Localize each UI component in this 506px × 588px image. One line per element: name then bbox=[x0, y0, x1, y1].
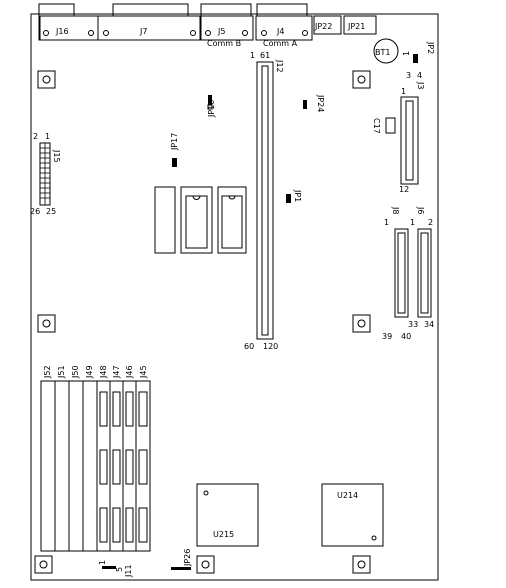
j3-connector: 1 J3 12 bbox=[399, 81, 425, 194]
j11-pin5: 5 bbox=[115, 567, 124, 572]
j52-slot bbox=[40, 380, 56, 552]
j5-connector: J5 bbox=[200, 3, 254, 41]
j7-label: J7 bbox=[139, 27, 147, 36]
jp24-jumper: JP24 bbox=[303, 94, 325, 112]
j8-pin40: 40 bbox=[401, 332, 411, 341]
j8-label: J8 bbox=[391, 206, 400, 214]
bt1-battery: BT1 bbox=[373, 38, 399, 64]
j15-pin25: 25 bbox=[46, 207, 56, 216]
mounting-hole-top-right bbox=[352, 70, 371, 89]
j49-label: J49 bbox=[85, 365, 94, 379]
j52-label: J52 bbox=[43, 365, 52, 379]
j15-pin2: 2 bbox=[33, 132, 38, 141]
j15-label: J15 bbox=[52, 149, 61, 163]
j15-pin26: 26 bbox=[30, 207, 40, 216]
j6-header: 1 J6 2 33 34 bbox=[408, 206, 434, 329]
j16-label: J16 bbox=[55, 27, 69, 36]
mounting-hole-mid-left bbox=[37, 314, 56, 333]
u214-label: U214 bbox=[337, 491, 358, 500]
jp21-connector: JP21 bbox=[343, 15, 377, 35]
j16-connector: J16 bbox=[38, 3, 99, 41]
jp22-label: JP22 bbox=[314, 22, 332, 31]
jp10-jumper: JP10 bbox=[207, 95, 216, 118]
comm-a-label: Comm A bbox=[263, 39, 298, 48]
board-outline bbox=[30, 13, 439, 581]
jp10-label: JP10 bbox=[207, 100, 216, 118]
j8-pin1: 1 bbox=[384, 218, 389, 227]
jp22-connector: JP22 bbox=[313, 15, 342, 35]
j6-pin34: 34 bbox=[424, 320, 434, 329]
mounting-hole-bottom-center bbox=[196, 555, 215, 574]
j3-pin1: 1 bbox=[401, 87, 406, 96]
j50-label: J50 bbox=[71, 365, 80, 379]
j45-label: J45 bbox=[139, 365, 148, 379]
j8-header: 1 J8 39 40 bbox=[382, 206, 411, 341]
chip-small-left bbox=[154, 186, 176, 254]
chip-dip-middle bbox=[180, 186, 213, 254]
j15-header: 2 1 J15 26 25 bbox=[30, 132, 61, 216]
j7-connector: J7 bbox=[97, 3, 201, 41]
j47-slot bbox=[109, 380, 124, 552]
j11-header: 1 5 J11 bbox=[98, 560, 133, 578]
j12-label: J12 bbox=[275, 59, 284, 73]
jp17-label: JP17 bbox=[170, 133, 179, 151]
j11-pin1: 1 bbox=[98, 560, 107, 565]
j12-pin120: 120 bbox=[263, 342, 278, 351]
j11-label: J11 bbox=[124, 564, 133, 578]
jp2-jumper: 1 3 4 JP2 bbox=[402, 41, 435, 80]
mounting-hole-mid-right bbox=[352, 314, 371, 333]
j48-slot bbox=[96, 380, 111, 552]
jp2-pin1: 1 bbox=[402, 51, 411, 56]
j12-pin1: 1 bbox=[250, 51, 255, 60]
j4-connector: J4 bbox=[255, 3, 313, 41]
memory-slots-group: J52 J51 J50 J49 J48 J47 J46 J45 bbox=[40, 365, 151, 552]
j3-label: J3 bbox=[416, 81, 425, 89]
u215-label: U215 bbox=[213, 530, 234, 539]
bt1-label: BT1 bbox=[375, 48, 390, 57]
j3-pin12: 12 bbox=[399, 185, 409, 194]
j15-pin1: 1 bbox=[45, 132, 50, 141]
comm-b-label: Comm B bbox=[207, 39, 241, 48]
j51-label: J51 bbox=[57, 365, 66, 379]
u214-chip: U214 bbox=[321, 483, 384, 547]
chip-dip-right bbox=[217, 186, 247, 254]
jp2-label: JP2 bbox=[426, 41, 435, 54]
jp2-pin3: 3 bbox=[406, 71, 411, 80]
jp26-label: JP26 bbox=[183, 549, 192, 567]
jp21-label: JP21 bbox=[347, 22, 365, 31]
j49-slot bbox=[82, 380, 98, 552]
c17-label: C17 bbox=[372, 118, 381, 134]
jp2-pin4: 4 bbox=[417, 71, 422, 80]
j48-label: J48 bbox=[99, 365, 108, 379]
j4-label: J4 bbox=[276, 27, 284, 36]
j8-pin39: 39 bbox=[382, 332, 392, 341]
jp26-jumper: JP26 bbox=[171, 549, 192, 570]
jp24-label: JP24 bbox=[316, 94, 325, 112]
c17-capacitor: C17 bbox=[372, 117, 396, 134]
j5-label: J5 bbox=[217, 27, 225, 36]
mounting-hole-top-left bbox=[37, 70, 56, 89]
j6-label: J6 bbox=[416, 206, 425, 214]
j12-pin61: 61 bbox=[260, 51, 270, 60]
j6-pin1: 1 bbox=[410, 218, 415, 227]
j45-slot bbox=[135, 380, 151, 552]
jp1-label: JP1 bbox=[293, 189, 302, 202]
j47-label: J47 bbox=[112, 365, 121, 379]
mounting-hole-bottom-right bbox=[352, 555, 371, 574]
j50-slot bbox=[68, 380, 84, 552]
j46-slot bbox=[122, 380, 137, 552]
mounting-hole-bottom-left bbox=[34, 555, 53, 574]
j6-pin33: 33 bbox=[408, 320, 418, 329]
j51-slot bbox=[54, 380, 70, 552]
j12-pin60: 60 bbox=[244, 342, 254, 351]
jp17-jumper: JP17 bbox=[170, 133, 179, 167]
j6-pin2: 2 bbox=[428, 218, 433, 227]
jp1-jumper: JP1 bbox=[286, 189, 302, 203]
j12-slot: 1 61 J12 60 120 bbox=[244, 51, 284, 351]
j46-label: J46 bbox=[125, 365, 134, 379]
u215-chip: U215 bbox=[196, 483, 259, 547]
